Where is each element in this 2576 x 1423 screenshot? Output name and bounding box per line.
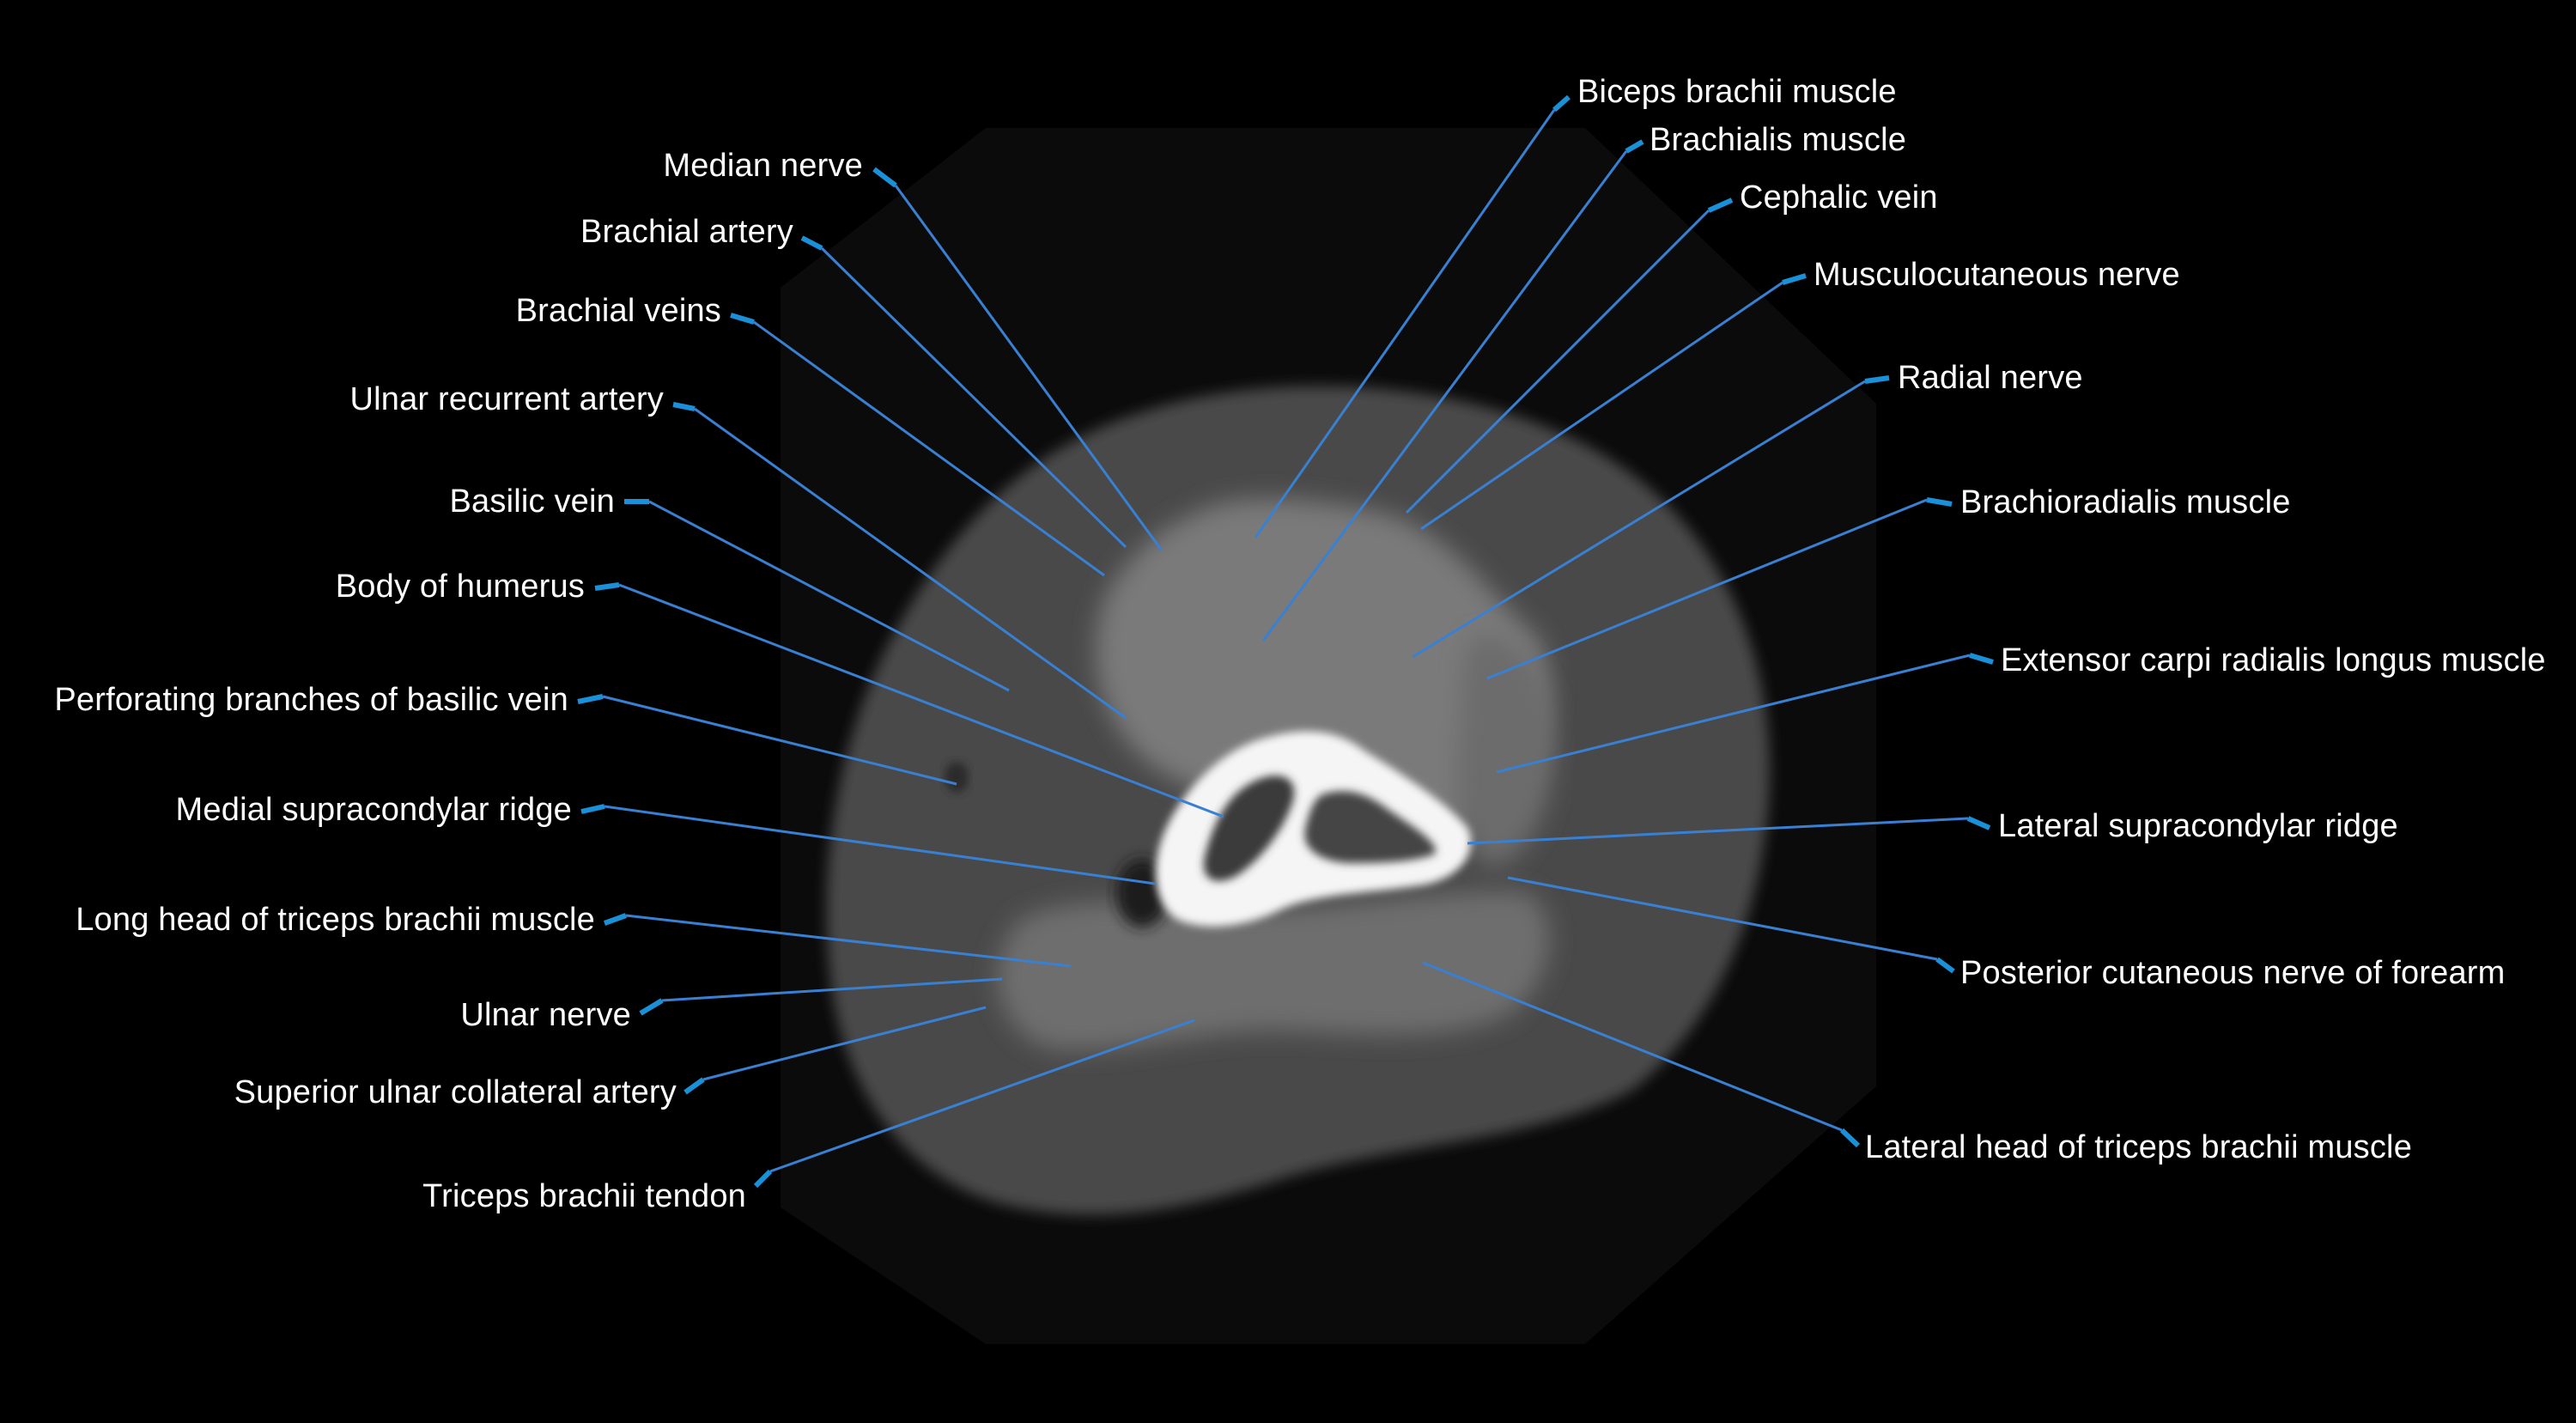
label-medial-supracondylar-ridge: Medial supracondylar ridge [175,792,572,828]
leader-tick [1969,653,1994,665]
leader-tick [603,913,628,926]
leader-line [604,805,1156,885]
leader-line [1486,498,1928,680]
leader-tick [683,1077,705,1095]
leader-tick [1926,497,1953,507]
anterior-muscle-compartment [1096,499,1550,827]
label-biceps-brachii-muscle: Biceps brachii muscle [1577,74,1897,110]
leader-tick [594,582,620,591]
label-perforating-branches-basilic-vein: Perforating branches of basilic vein [54,682,568,718]
label-ulnar-recurrent-artery: Ulnar recurrent artery [349,381,664,417]
leader-tick [1839,1128,1861,1148]
leader-line [661,977,1003,1002]
leader-line [1507,876,1938,961]
leader-line [1405,209,1710,514]
leader-tick [577,694,604,704]
posterior-muscle-compartment [997,891,1550,1050]
leader-tick [1935,957,1955,974]
label-brachial-artery: Brachial artery [580,214,793,250]
leader-tick [580,804,605,814]
medullary-cavity-lateral [1304,791,1436,863]
leader-line [894,185,1163,551]
fat-gap [1116,859,1168,927]
label-median-nerve: Median nerve [663,148,863,184]
leader-tick [872,167,897,188]
leader-tick [1625,139,1644,154]
leader-lines [577,94,1994,1189]
leader-line [602,695,957,786]
leader-line [1254,109,1556,538]
leader-line [694,407,1127,720]
lateral-muscle-group [1456,635,1554,867]
leader-tick [730,313,755,325]
leader-line [1412,380,1866,659]
leader-line [1420,281,1783,531]
label-brachial-veins: Brachial veins [515,293,721,329]
leader-line [769,1019,1195,1173]
leader-line [618,583,1224,818]
perforating-vein-spot [945,762,969,793]
leader-tick [1864,375,1890,384]
leader-tick [1966,816,1991,830]
label-triceps-brachii-tendon: Triceps brachii tendon [422,1178,746,1214]
label-brachialis-muscle: Brachialis muscle [1649,122,1907,158]
label-basilic-vein: Basilic vein [449,483,615,520]
leader-line [1422,961,1843,1132]
label-ulnar-nerve: Ulnar nerve [460,997,631,1033]
label-cephalic-vein: Cephalic vein [1740,179,1938,216]
leader-line [625,914,1072,968]
leader-line [753,320,1105,577]
leader-tick [1552,94,1571,113]
leader-line [1467,817,1969,845]
label-lateral-head-triceps: Lateral head of triceps brachii muscle [1865,1129,2413,1165]
leader-line [820,246,1127,549]
leader-line [702,1006,987,1081]
label-brachioradialis-muscle: Brachioradialis muscle [1960,484,2291,520]
leader-tick [1707,198,1734,213]
label-posterior-cutaneous-nerve-forearm: Posterior cutaneous nerve of forearm [1960,955,2506,991]
label-body-of-humerus: Body of humerus [335,569,585,605]
label-radial-nerve: Radial nerve [1898,360,2083,396]
label-lateral-supracondylar-ridge: Lateral supracondylar ridge [1998,808,2398,844]
leader-tick [800,235,823,251]
label-musculocutaneous-nerve: Musculocutaneous nerve [1814,257,2180,293]
leader-line [1261,150,1628,642]
medullary-cavity-medial [1203,775,1295,881]
label-long-head-triceps: Long head of triceps brachii muscle [76,902,595,938]
leader-tick [672,402,696,411]
leader-tick [753,1169,773,1189]
leader-line [648,500,1010,692]
leader-line [1496,654,1971,774]
leader-tick [639,998,664,1016]
label-extensor-carpi-radialis-longus: Extensor carpi radialis longus muscle [2001,642,2546,678]
label-superior-ulnar-collateral-artery: Superior ulnar collateral artery [234,1074,677,1110]
leader-tick [1782,273,1807,285]
